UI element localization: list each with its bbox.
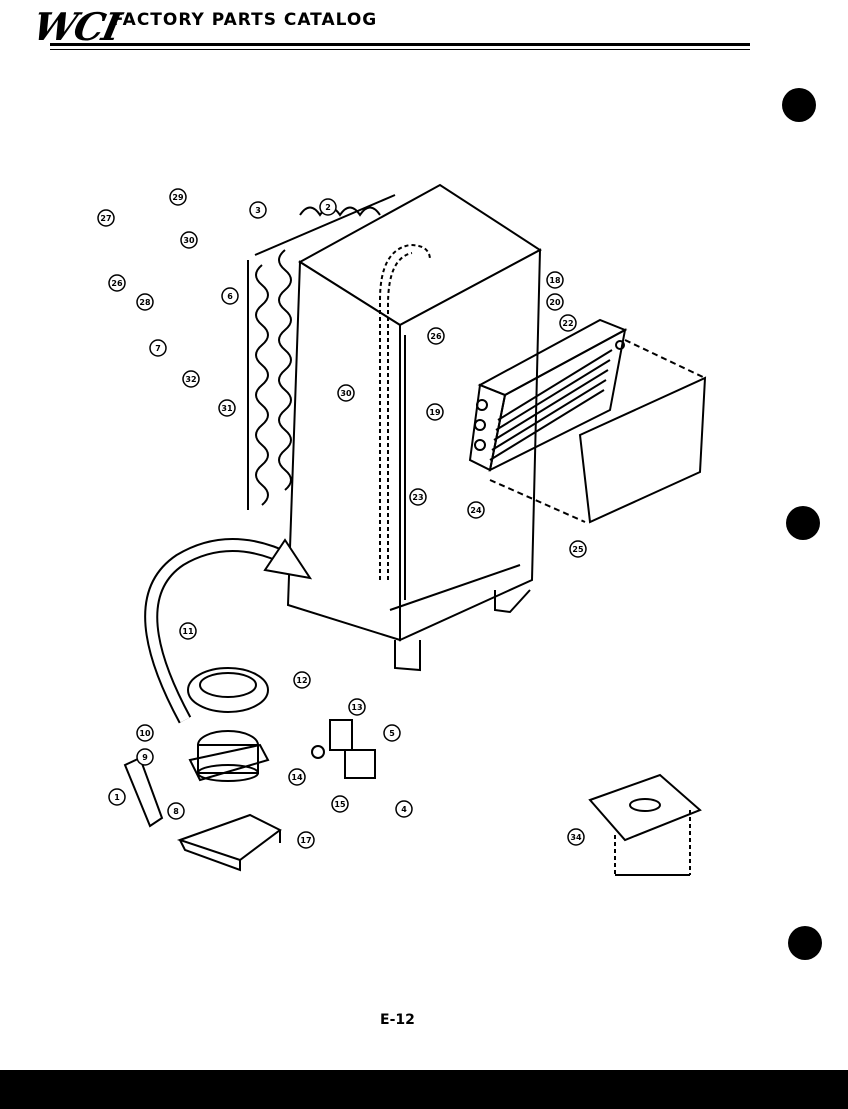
- callout-5: 5: [383, 724, 401, 742]
- svg-text:24: 24: [470, 506, 482, 515]
- callout-20: 20: [546, 293, 564, 311]
- svg-text:27: 27: [100, 214, 111, 223]
- callout-29: 29: [169, 188, 187, 206]
- callout-26b: 26: [427, 327, 445, 345]
- svg-text:4: 4: [401, 805, 407, 814]
- cabinet: [286, 183, 542, 672]
- svg-text:25: 25: [572, 545, 584, 554]
- scan-bottom-band: [0, 1070, 848, 1109]
- svg-text:31: 31: [221, 404, 233, 413]
- svg-text:23: 23: [412, 493, 423, 502]
- svg-text:28: 28: [139, 298, 151, 307]
- header-rule-thin: [50, 49, 750, 50]
- svg-text:19: 19: [429, 408, 441, 417]
- svg-text:26: 26: [430, 332, 442, 341]
- callout-26: 26: [108, 274, 126, 292]
- callout-19: 19: [426, 403, 444, 421]
- callout-1: 1: [108, 788, 126, 806]
- mounting-bracket: [588, 773, 702, 876]
- page-number: E-12: [380, 1012, 415, 1028]
- callout-31: 31: [218, 399, 236, 417]
- svg-text:18: 18: [549, 276, 561, 285]
- callout-13: 13: [348, 698, 366, 716]
- svg-text:11: 11: [182, 627, 194, 636]
- binder-hole-middle: [786, 506, 820, 540]
- callout-3: 3: [249, 201, 267, 219]
- relay: [311, 719, 376, 779]
- callout-11: 11: [179, 622, 197, 640]
- compressor: [187, 667, 270, 782]
- callout-12: 12: [293, 671, 311, 689]
- callout-23: 23: [409, 488, 427, 506]
- condenser-coil: [247, 194, 396, 510]
- svg-text:22: 22: [562, 319, 573, 328]
- callout-18: 18: [546, 271, 564, 289]
- svg-text:6: 6: [227, 292, 233, 301]
- svg-text:30: 30: [340, 389, 352, 398]
- svg-text:34: 34: [570, 833, 582, 842]
- callout-22: 22: [559, 314, 577, 332]
- svg-text:10: 10: [139, 729, 151, 738]
- callout-24: 24: [467, 501, 485, 519]
- header-rule: [50, 43, 750, 46]
- svg-text:9: 9: [142, 753, 148, 762]
- base-frame: [176, 813, 282, 872]
- bracket: [123, 756, 164, 828]
- svg-text:7: 7: [155, 344, 161, 353]
- callout-30a: 30: [180, 231, 198, 249]
- callout-28: 28: [136, 293, 154, 311]
- callout-label: 29: [172, 193, 184, 202]
- svg-text:32: 32: [185, 375, 196, 384]
- binder-hole-top: [782, 88, 816, 122]
- callout-4: 4: [395, 800, 413, 818]
- svg-text:30: 30: [183, 236, 195, 245]
- svg-text:12: 12: [296, 676, 307, 685]
- callout-32: 32: [182, 370, 200, 388]
- svg-text:1: 1: [114, 793, 120, 802]
- binder-hole-bottom: [788, 926, 822, 960]
- callout-9: 9: [136, 748, 154, 766]
- svg-text:13: 13: [351, 703, 362, 712]
- callout-34: 34: [567, 828, 585, 846]
- drain-tube: [379, 243, 431, 580]
- callout-25: 25: [569, 540, 587, 558]
- callout-2: 2: [319, 198, 337, 216]
- evaporator: [468, 318, 628, 472]
- svg-text:3: 3: [255, 206, 261, 215]
- svg-text:2: 2: [325, 203, 331, 212]
- svg-text:26: 26: [111, 279, 123, 288]
- callout-10: 10: [136, 724, 154, 742]
- callout-8: 8: [167, 802, 185, 820]
- callout-6: 6: [221, 287, 239, 305]
- callout-15: 15: [331, 795, 349, 813]
- svg-text:15: 15: [334, 800, 346, 809]
- svg-text:17: 17: [300, 836, 311, 845]
- insulation-panel: [489, 339, 707, 524]
- callout-17: 17: [297, 831, 315, 849]
- callout-30b: 30: [337, 384, 355, 402]
- svg-text:20: 20: [549, 298, 561, 307]
- svg-text:14: 14: [291, 773, 303, 782]
- callout-7: 7: [149, 339, 167, 357]
- callout-27: 27: [97, 209, 115, 227]
- svg-text:8: 8: [173, 807, 179, 816]
- svg-text:5: 5: [389, 729, 395, 738]
- catalog-title: FACTORY PARTS CATALOG: [112, 10, 378, 30]
- callout-14: 14: [288, 768, 306, 786]
